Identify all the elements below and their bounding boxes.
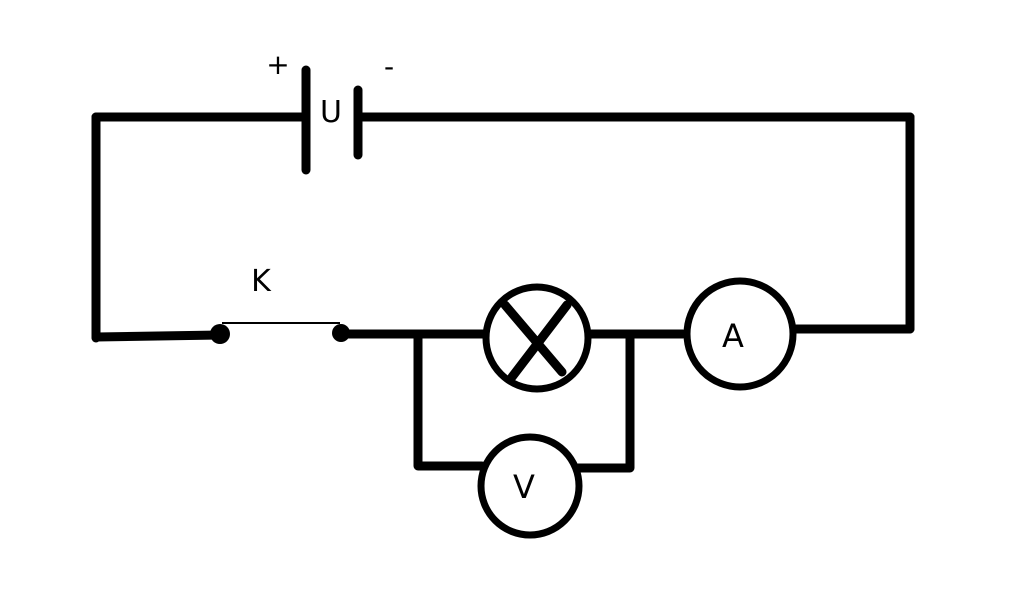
battery-name-label: U [320, 95, 342, 130]
ammeter-circle [683, 277, 797, 391]
wire-voltmeter-right [573, 331, 635, 473]
ammeter: A [683, 277, 797, 391]
wire-bottom-left [91, 330, 225, 342]
battery-plus-label: + [266, 48, 289, 81]
switch-right-contact [332, 324, 350, 342]
wire-voltmeter-left [413, 331, 487, 471]
voltmeter-circle [477, 433, 583, 539]
ammeter-label: A [722, 317, 744, 355]
voltmeter: V [477, 433, 583, 539]
lamp-cross-2 [507, 300, 572, 382]
switch-label: K [251, 264, 272, 299]
switch-left-contact [210, 324, 230, 344]
switch: K [210, 264, 350, 344]
battery: + U - [266, 48, 394, 175]
lamp [482, 283, 592, 393]
voltmeter-label: V [513, 468, 535, 506]
lamp-cross-1 [500, 300, 567, 377]
wires [91, 112, 915, 473]
battery-minus-label: - [384, 50, 394, 83]
